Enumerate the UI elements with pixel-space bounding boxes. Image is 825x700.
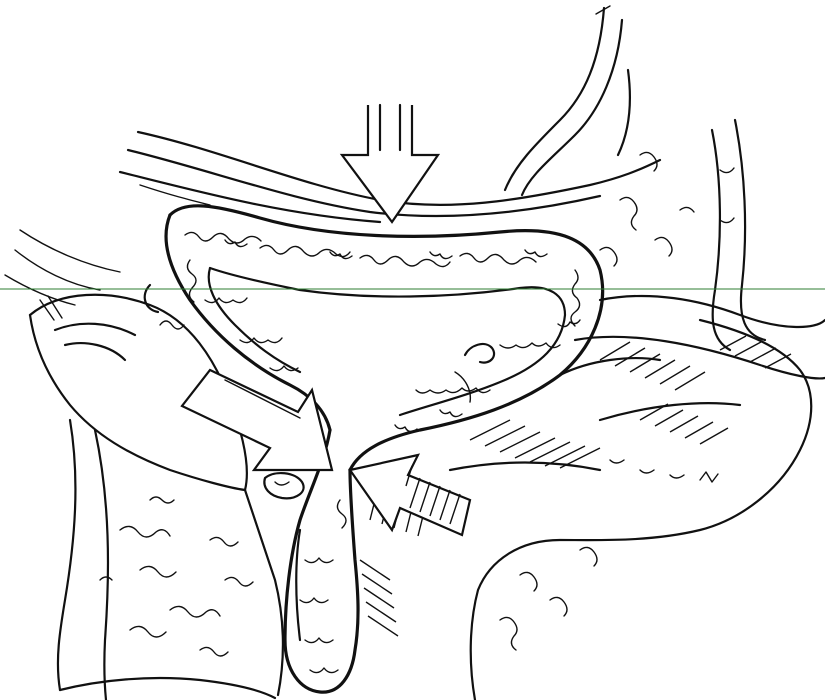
anterior-arrow [182, 370, 332, 470]
right-texture [500, 152, 718, 650]
lower-left-tissue [58, 420, 283, 700]
central-detail [455, 344, 494, 402]
upper-strands [505, 6, 630, 195]
posterior-arrow [350, 455, 470, 535]
junction-nodule [264, 473, 303, 498]
